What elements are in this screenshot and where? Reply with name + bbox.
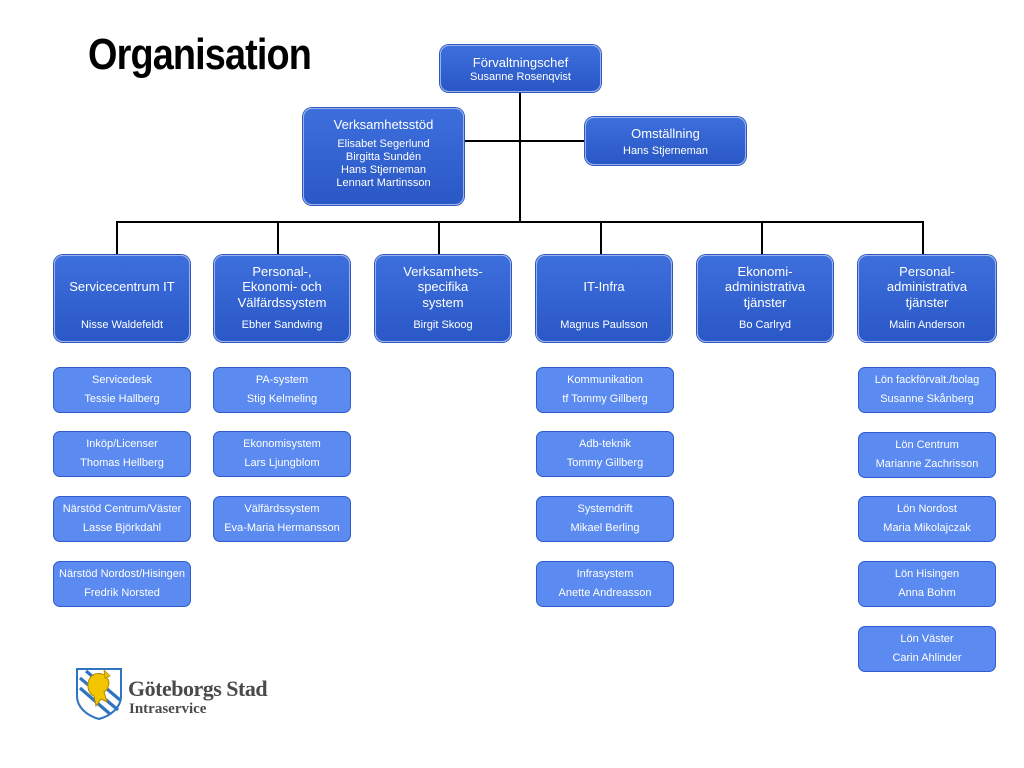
unit-box: Inköp/Licenser Thomas Hellberg — [53, 431, 191, 477]
unit-box: Ekonomisystem Lars Ljungblom — [213, 431, 351, 477]
unit-title: Infrasystem — [576, 568, 634, 580]
unit-name: Thomas Hellberg — [80, 457, 164, 469]
unit-name: Anna Bohm — [898, 587, 956, 599]
top-name: Susanne Rosenqvist — [470, 70, 571, 83]
unit-box: Närstöd Nordost/Hisingen Fredrik Norsted — [53, 561, 191, 607]
box-forvaltningschef: Förvaltningschef Susanne Rosenqvist — [440, 45, 601, 92]
unit-box: Välfärdssystem Eva-Maria Hermansson — [213, 496, 351, 542]
dept-head: Bo Carlryd — [739, 319, 791, 331]
dept-head: Malin Anderson — [889, 319, 965, 331]
dept-head: Ebher Sandwing — [241, 319, 323, 331]
dept-title: Verksamhets- specifika system — [403, 263, 483, 310]
unit-name: Carin Ahlinder — [892, 652, 962, 664]
staff-right-title: Omställning — [631, 126, 700, 141]
unit-name: Eva-Maria Hermansson — [224, 522, 340, 534]
unit-name: Maria Mikolajczak — [883, 522, 971, 534]
unit-title: Adb-teknik — [579, 438, 631, 450]
unit-title: PA-system — [255, 374, 309, 386]
unit-name: Tessie Hallberg — [84, 393, 160, 405]
logo-unit: Intraservice — [129, 701, 207, 717]
dept-title: IT-Infra — [583, 279, 625, 295]
unit-box: Närstöd Centrum/Väster Lasse Björkdahl — [53, 496, 191, 542]
dept-title: Personal-, Ekonomi- och Välfärdssystem — [237, 263, 327, 310]
unit-title: Lön Nordost — [897, 503, 957, 515]
coat-of-arms-icon — [76, 668, 122, 721]
dept-title: Servicecentrum IT — [69, 279, 175, 295]
unit-box: Lön Centrum Marianne Zachrisson — [858, 432, 996, 478]
unit-box: Kommunikation tf Tommy Gillberg — [536, 367, 674, 413]
unit-title: Lön Centrum — [895, 439, 959, 451]
top-title: Förvaltningschef — [472, 55, 569, 70]
dept-personaladministrativa-tjanster: Personal- administrativa tjänster Malin … — [858, 255, 996, 342]
page-title: Organisation — [88, 30, 312, 79]
unit-box: Lön Nordost Maria Mikolajczak — [858, 496, 996, 542]
unit-title: Inköp/Licenser — [86, 438, 158, 450]
box-verksamhetsstod: Verksamhetsstöd Elisabet Segerlund Birgi… — [303, 108, 464, 205]
staff-right-name: Hans Stjerneman — [623, 144, 708, 157]
staff-left-title: Verksamhetsstöd — [333, 117, 434, 132]
unit-name: Anette Andreasson — [558, 587, 652, 599]
dept-head: Magnus Paulsson — [560, 319, 648, 331]
unit-box: Lön fackförvalt./bolag Susanne Skånberg — [858, 367, 996, 413]
unit-name: Lasse Björkdahl — [82, 522, 162, 534]
dept-verksamhetsspecifika-system: Verksamhets- specifika system Birgit Sko… — [375, 255, 511, 342]
logo-name: Göteborgs Stad — [128, 676, 268, 701]
unit-title: Välfärdssystem — [244, 503, 320, 515]
unit-title: Närstöd Nordost/Hisingen — [59, 568, 185, 580]
dept-head: Nisse Waldefeldt — [80, 319, 164, 331]
unit-name: Marianne Zachrisson — [875, 458, 979, 470]
dept-title: Ekonomi- administrativa tjänster — [724, 263, 806, 310]
unit-title: Systemdrift — [577, 503, 633, 515]
unit-title: Kommunikation — [567, 374, 643, 386]
unit-box: Systemdrift Mikael Berling — [536, 496, 674, 542]
unit-name: Tommy Gillberg — [566, 457, 644, 469]
unit-box: PA-system Stig Kelmeling — [213, 367, 351, 413]
unit-title: Närstöd Centrum/Väster — [62, 503, 182, 515]
goteborgs-stad-logo: Göteborgs Stad Intraservice — [74, 666, 284, 722]
unit-name: Lars Ljungblom — [244, 457, 320, 469]
unit-title: Ekonomisystem — [243, 438, 321, 450]
dept-it-infra: IT-Infra Magnus Paulsson — [536, 255, 672, 342]
unit-title: Servicedesk — [92, 374, 152, 386]
unit-title: Lön Hisingen — [894, 568, 960, 580]
dept-personal-ekonomi-valfardssystem: Personal-, Ekonomi- och Välfärdssystem E… — [214, 255, 350, 342]
box-omstallning: Omställning Hans Stjerneman — [585, 117, 746, 165]
unit-title: Lön fackförvalt./bolag — [874, 374, 980, 386]
unit-box: Servicedesk Tessie Hallberg — [53, 367, 191, 413]
unit-box: Lön Väster Carin Ahlinder — [858, 626, 996, 672]
staff-left-name: Hans Stjerneman — [341, 163, 426, 176]
unit-name: Stig Kelmeling — [246, 393, 318, 405]
unit-box: Infrasystem Anette Andreasson — [536, 561, 674, 607]
dept-servicecentrum-it: Servicecentrum IT Nisse Waldefeldt — [54, 255, 190, 342]
unit-name: tf Tommy Gillberg — [562, 393, 648, 405]
unit-name: Mikael Berling — [570, 522, 640, 534]
staff-left-name: Elisabet Segerlund — [337, 137, 430, 150]
unit-title: Lön Väster — [900, 633, 954, 645]
dept-head: Birgit Skoog — [413, 319, 473, 331]
staff-left-name: Lennart Martinsson — [336, 177, 431, 190]
dept-ekonomiadministrativa-tjanster: Ekonomi- administrativa tjänster Bo Carl… — [697, 255, 833, 342]
unit-name: Fredrik Norsted — [84, 587, 160, 599]
staff-left-name: Birgitta Sundén — [345, 150, 422, 163]
dept-title: Personal- administrativa tjänster — [886, 263, 968, 310]
unit-name: Susanne Skånberg — [880, 393, 974, 405]
unit-box: Adb-teknik Tommy Gillberg — [536, 431, 674, 477]
unit-box: Lön Hisingen Anna Bohm — [858, 561, 996, 607]
